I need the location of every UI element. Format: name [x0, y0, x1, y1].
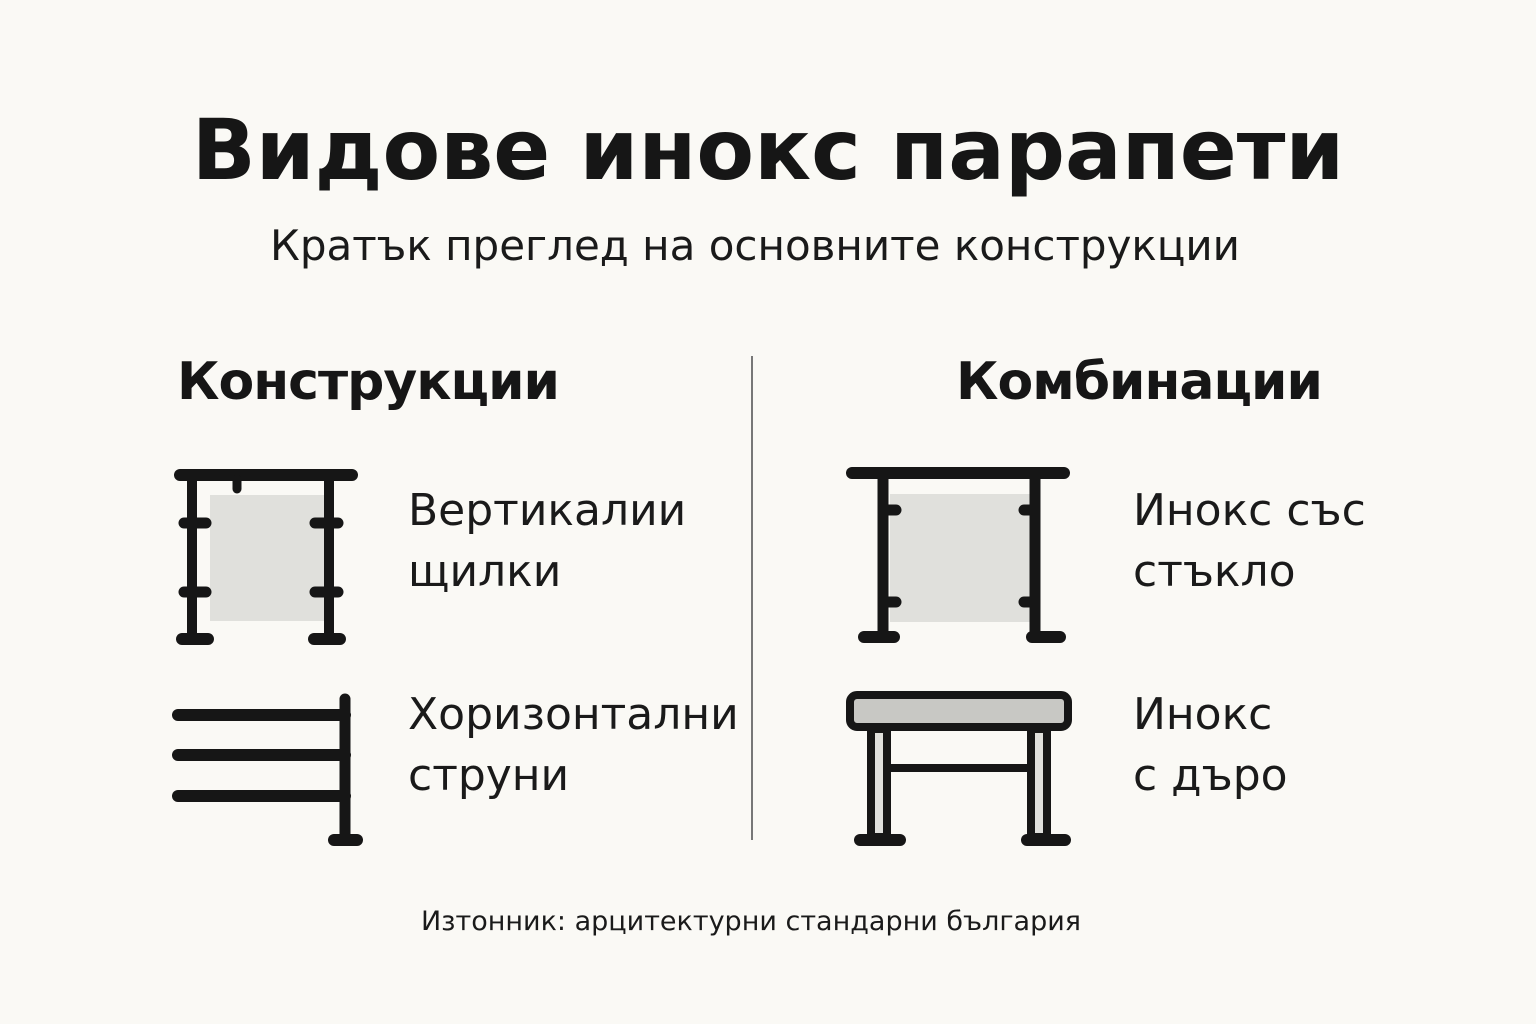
section-heading-constructions: Конструкции [177, 352, 560, 412]
stainless-wood-railing-icon [838, 685, 1078, 854]
page-subtitle: Кратък преглед на основните конструкции [270, 221, 1240, 270]
source-note: Изтонник: арцитектурни стандарни българи… [420, 906, 1082, 937]
label-horizontal-strings: Хоризонтални струни [408, 689, 739, 801]
column-divider [751, 356, 753, 840]
label-vertical-rods: Вертикалии щилки [408, 485, 687, 597]
vertical-railing-with-clamps-icon [170, 465, 360, 654]
section-heading-combinations: Комбинации [956, 352, 1323, 412]
horizontal-strings-railing-icon [165, 685, 370, 859]
stainless-glass-railing-icon [838, 460, 1078, 654]
page-title: Видове инокс парапети [191, 101, 1345, 199]
label-stainless-wood: Инокс с дъро [1133, 689, 1288, 801]
label-stainless-glass: Инокс със стъкло [1133, 485, 1366, 597]
